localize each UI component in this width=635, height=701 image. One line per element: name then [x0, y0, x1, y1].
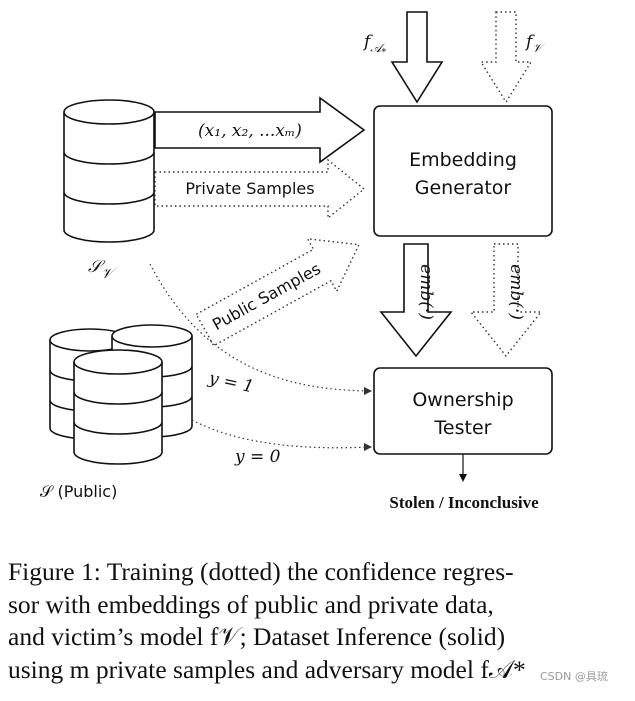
- victim-model-label: f: [524, 32, 535, 52]
- embedding-inference-arrow: emb(·): [379, 243, 453, 358]
- embedding-generator-line2: Generator: [415, 177, 512, 199]
- victim-to-tester-arrowhead: [364, 387, 372, 395]
- public-samples-training-arrow: Public Samples: [195, 237, 360, 347]
- victim-dataset-icon: [63, 99, 155, 243]
- output-label: Stolen / Inconclusive: [389, 493, 539, 512]
- victim-set-sub: 𝒱: [101, 266, 117, 282]
- emb-inference-label: emb(·): [416, 264, 436, 320]
- public-to-tester-curve: [191, 419, 371, 449]
- embedding-generator-line1: Embedding: [409, 149, 517, 171]
- public-dataset-icon: [49, 324, 193, 465]
- training-and-inference-diagram: Embedding Generator Ownership Tester f𝒜*…: [40, 11, 553, 512]
- attacker-model-label: f: [362, 32, 373, 52]
- ownership-tester-line2: Tester: [434, 417, 492, 439]
- attacker-model-arrow: f𝒜*: [362, 11, 444, 104]
- victim-model-arrow: f𝒱: [479, 11, 546, 104]
- private-samples-label: Private Samples: [185, 179, 314, 198]
- embedding-training-arrow: emb(·): [469, 243, 543, 358]
- samples-tuple-label: (x₁, x₂, ...xₘ): [198, 121, 302, 141]
- public-set-label: 𝒮 (Public): [40, 482, 117, 501]
- caption-line-2: sor with embeddings of public and privat…: [8, 589, 494, 619]
- attacker-model-sub: 𝒜: [370, 41, 385, 55]
- public-samples-label: Public Samples: [209, 259, 324, 334]
- public-to-tester-arrowhead: [364, 443, 372, 451]
- private-samples-training-arrow: Private Samples: [154, 158, 366, 220]
- svg-text:f𝒜*: f𝒜*: [362, 32, 387, 58]
- emb-training-label: emb(·): [506, 264, 526, 320]
- svg-text:f𝒱: f𝒱: [524, 32, 546, 55]
- figure-caption: Figure 1: Training (dotted) the confiden…: [8, 556, 628, 686]
- ownership-tester-line1: Ownership: [412, 389, 513, 411]
- y-equals-zero-label: y = 0: [234, 447, 281, 467]
- output-arrow: [459, 454, 467, 482]
- caption-line-3: and victim’s model f𝒱; Dataset Inference…: [8, 622, 506, 651]
- watermark: CSDN @具琉: [540, 670, 608, 683]
- victim-model-sub: 𝒱: [532, 41, 546, 55]
- attacker-model-subsub: *: [382, 48, 387, 58]
- embedding-generator: Embedding Generator: [373, 105, 553, 237]
- caption-line-4: using m private samples and adversary mo…: [8, 654, 526, 684]
- svg-text:𝒮𝒱: 𝒮𝒱: [88, 257, 117, 282]
- y-equals-one-label: y = 1: [206, 368, 256, 397]
- private-samples-inference-arrow: (x₁, x₂, ...xₘ): [154, 96, 366, 164]
- ownership-tester: Ownership Tester: [373, 367, 553, 455]
- caption-line-1: Figure 1: Training (dotted) the confiden…: [8, 557, 514, 586]
